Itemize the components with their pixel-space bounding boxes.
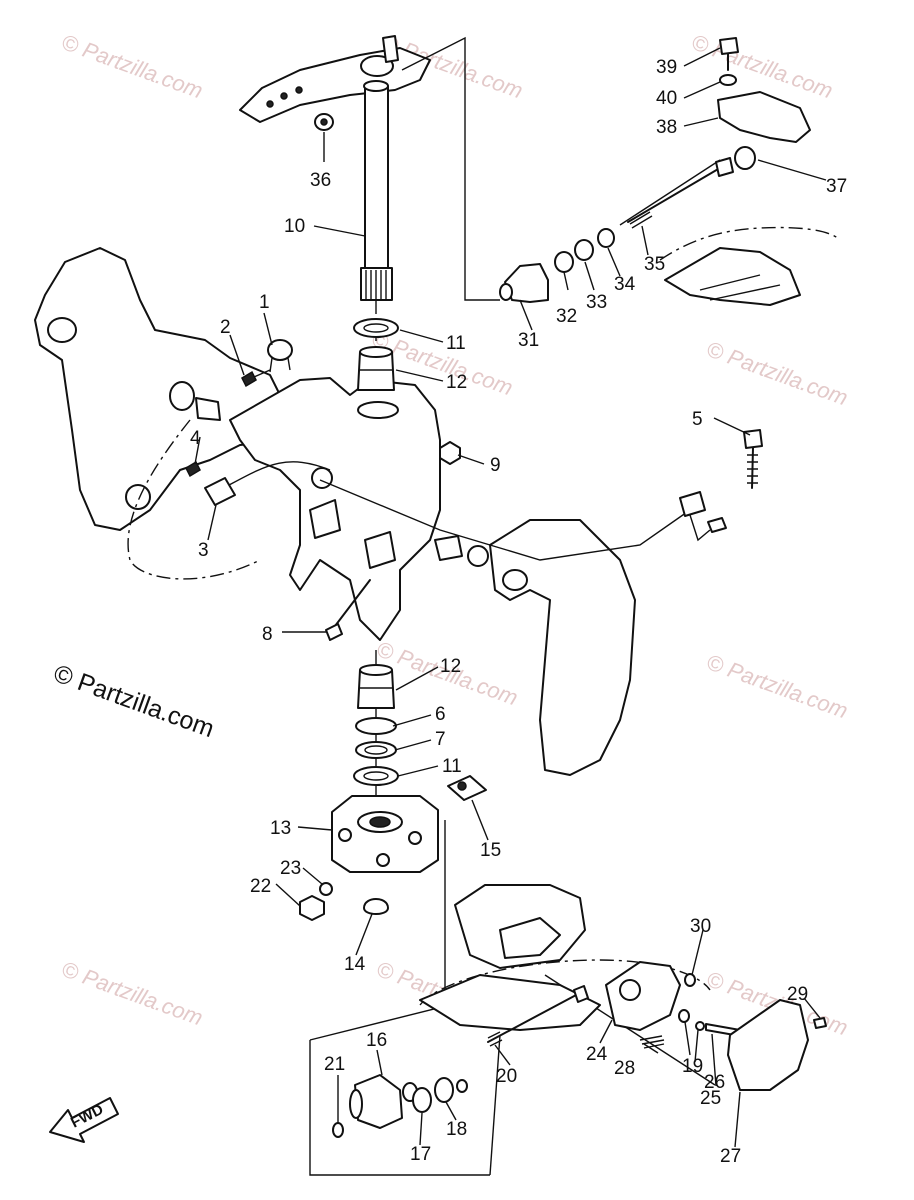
callout-39: 39 [656,57,677,78]
callout-22: 22 [250,876,271,897]
part-13-bracket [331,795,439,873]
callout-10: 10 [284,216,305,237]
part-23-washer [319,882,333,896]
callout-26: 26 [704,1072,725,1093]
callout-32: 32 [556,306,577,327]
watermark-text: © Partzilla.com [58,956,206,1030]
part-2-screw [241,369,271,388]
callout-30: 30 [690,916,711,937]
callout-1: 1 [259,292,270,313]
watermark-main: © Partzilla.com [50,659,218,743]
callout-37: 37 [826,176,847,197]
steering-shaft [360,80,393,301]
callout-34: 34 [614,274,636,295]
part-5-bolt [743,429,763,489]
callout-38: 38 [656,117,677,138]
callout-12-lower: 12 [440,656,461,677]
upper-bushing-set [353,318,399,391]
callout-13: 13 [270,818,291,839]
callout-25: 25 [700,1088,721,1109]
callout-29: 29 [787,984,808,1005]
lower-bushing-set [353,664,399,786]
callout-12-upper: 12 [446,372,467,393]
swivel-bracket [229,377,441,641]
callout-19: 19 [682,1056,703,1077]
callout-27: 27 [720,1146,741,1167]
callout-23: 23 [280,858,301,879]
watermark-text: © Partzilla.com [703,649,851,723]
callout-24: 24 [586,1044,608,1065]
pivot-bushings [169,381,489,567]
callout-9: 9 [490,455,501,476]
part-3-clip [204,477,236,506]
part-22-nut [299,895,325,921]
leader-lines [194,47,827,1148]
steering-arm [239,35,431,131]
part-14-clip [363,898,389,915]
watermarks: © Partzilla.com © Partzilla.com © Partzi… [50,29,851,1040]
callout-4: 4 [190,428,201,449]
tilt-rod-assembly [627,37,841,306]
watermark-text: © Partzilla.com [58,29,206,103]
callout-18: 18 [446,1119,467,1140]
callout-36: 36 [310,170,331,191]
callout-15: 15 [480,840,501,861]
callout-8: 8 [262,624,273,645]
clamp-bracket-right [489,519,636,776]
callout-17: 17 [410,1144,431,1165]
part-8-bolt [325,579,371,641]
callout-16: 16 [366,1030,387,1051]
callout-35: 35 [644,254,665,275]
wire-harness [209,461,727,561]
callout-40: 40 [656,88,677,109]
callout-labels: 1 2 3 4 5 6 7 8 9 10 11 11 12 12 13 14 1… [190,57,847,1167]
callout-33: 33 [586,292,607,313]
callout-11-upper: 11 [446,333,466,354]
lower-tilt-assembly [332,884,827,1138]
watermark-text: © Partzilla.com [703,336,851,410]
callout-11-lower: 11 [442,756,462,777]
callout-31: 31 [518,330,539,351]
part-9-nut [439,441,461,465]
part-1-clip [267,339,293,373]
fwd-arrow-icon: FWD [49,1097,119,1143]
callout-6: 6 [435,704,446,725]
part-4-screw [185,460,201,478]
callout-28: 28 [614,1058,635,1079]
callout-21: 21 [324,1054,345,1075]
callout-5: 5 [692,409,703,430]
callout-2: 2 [220,317,231,338]
callout-7: 7 [435,729,446,750]
callout-3: 3 [198,540,209,561]
callout-20: 20 [496,1066,517,1087]
part-15-spacer [447,775,487,801]
callout-14: 14 [344,954,366,975]
tilt-lock-set [499,228,615,303]
